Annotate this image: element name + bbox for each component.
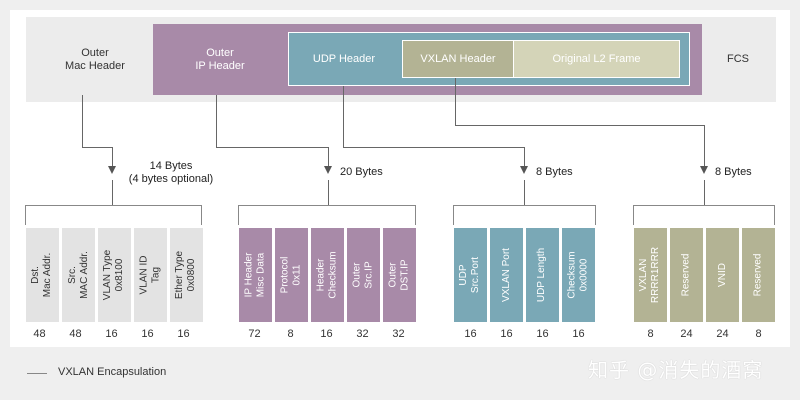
connector-line [112, 180, 113, 205]
connector-line [343, 86, 344, 147]
connector-line [704, 180, 705, 205]
field-src-mac: Src. MAC Addr. [62, 228, 95, 322]
watermark-text: 知乎 @消失的酒窝 [588, 358, 764, 382]
connector-line [524, 147, 525, 166]
field-header-checksum: Header Checksum [311, 228, 344, 322]
field-bits: 16 [320, 328, 333, 340]
connector-line [328, 147, 329, 166]
field-label: Dst. Mac Addr. [30, 252, 54, 298]
field-bits: 16 [141, 328, 154, 340]
field-label: IP Header Misc Data [243, 252, 267, 298]
connector-line [216, 95, 217, 148]
field-vlan-type: VLAN Type 0x8100 [98, 228, 131, 322]
field-bits: 24 [716, 328, 729, 340]
field-bits: 24 [680, 328, 693, 340]
field-label: VNID [716, 263, 728, 287]
field-dst-mac: Dst. Mac Addr. [26, 228, 59, 322]
group-bracket [633, 205, 775, 225]
field-label: Reserved [680, 253, 692, 297]
field-label: Ether Type 0x0800 [174, 250, 198, 300]
group-bracket [238, 205, 416, 225]
original-l2-frame-box: Original L2 Frame [513, 40, 680, 78]
field-udp-length: UDP Length [526, 228, 559, 322]
group-bytes-label: 8 Bytes [715, 166, 752, 178]
field-label: Header Checksum [315, 251, 339, 299]
field-vxlan-port: VXLAN Port [490, 228, 523, 322]
connector-line [343, 147, 524, 148]
arrow-down-icon [520, 166, 528, 174]
field-label: Protocol 0x11 [279, 256, 303, 294]
field-reserved-1: Reserved [670, 228, 703, 322]
field-ip-misc: IP Header Misc Data [239, 228, 272, 322]
connector-line [82, 147, 112, 148]
field-bits: 8 [287, 328, 294, 340]
field-label: VLAN ID Tag [138, 255, 162, 295]
udp-header-label: UDP Header [312, 52, 376, 65]
field-bits: 72 [248, 328, 261, 340]
group-bracket [25, 205, 202, 225]
field-protocol: Protocol 0x11 [275, 228, 308, 322]
field-bits: 16 [572, 328, 585, 340]
group-bytes-label: 20 Bytes [340, 166, 383, 178]
field-ether-type: Ether Type 0x0800 [170, 228, 203, 322]
connector-line [455, 125, 704, 126]
field-bits: 48 [69, 328, 82, 340]
field-bits: 8 [755, 328, 762, 340]
legend-label: VXLAN Encapsulation [58, 366, 167, 378]
group-bytes-label: 8 Bytes [536, 166, 573, 178]
field-udp-checksum: Checksum 0x0000 [562, 228, 595, 322]
fcs-label: FCS [727, 52, 749, 65]
field-label: Checksum 0x0000 [566, 251, 590, 299]
outer-mac-header-label: Outer Mac Header [65, 47, 125, 72]
field-label: UDP Length [536, 247, 548, 303]
arrow-down-icon [108, 166, 116, 174]
field-udp-src-port: UDP Src.Port [454, 228, 487, 322]
field-vnid: VNID [706, 228, 739, 322]
field-label: UDP Src.Port [458, 256, 482, 294]
field-label: VLAN Type 0x8100 [102, 249, 126, 301]
vxlan-header-box: VXLAN Header [402, 40, 514, 78]
connector-line [112, 147, 113, 166]
field-bits: 32 [356, 328, 369, 340]
field-bits: 16 [500, 328, 513, 340]
field-label: Src. MAC Addr. [66, 251, 90, 299]
field-label: VXLAN Port [500, 248, 512, 302]
field-bits: 16 [536, 328, 549, 340]
connector-line [455, 78, 456, 126]
connector-line [82, 95, 83, 148]
connector-line [328, 180, 329, 205]
group-bracket [453, 205, 596, 225]
field-label: Reserved [752, 253, 764, 297]
field-bits: 16 [464, 328, 477, 340]
connector-line [704, 125, 705, 166]
field-bits: 8 [647, 328, 654, 340]
field-bits: 48 [33, 328, 46, 340]
arrow-down-icon [700, 166, 708, 174]
field-label: Outer Src.IP [351, 261, 375, 289]
connector-line [216, 147, 328, 148]
field-bits: 16 [105, 328, 118, 340]
field-outer-dst-ip: Outer DST.IP [383, 228, 416, 322]
outer-ip-header-label: Outer IP Header [195, 47, 245, 72]
field-bits: 32 [392, 328, 405, 340]
field-vxlan-flags: VXLAN RRRR1RRR [634, 228, 667, 322]
field-reserved-2: Reserved [742, 228, 775, 322]
field-bits: 16 [177, 328, 190, 340]
field-vlan-id: VLAN ID Tag [134, 228, 167, 322]
connector-line [524, 180, 525, 205]
arrow-down-icon [324, 166, 332, 174]
field-label: VXLAN RRRR1RRR [638, 246, 662, 304]
field-label: Outer DST.IP [387, 259, 411, 291]
field-outer-src-ip: Outer Src.IP [347, 228, 380, 322]
group-bytes-label: 14 Bytes (4 bytes optional) [128, 160, 214, 185]
legend-swatch [27, 373, 47, 374]
